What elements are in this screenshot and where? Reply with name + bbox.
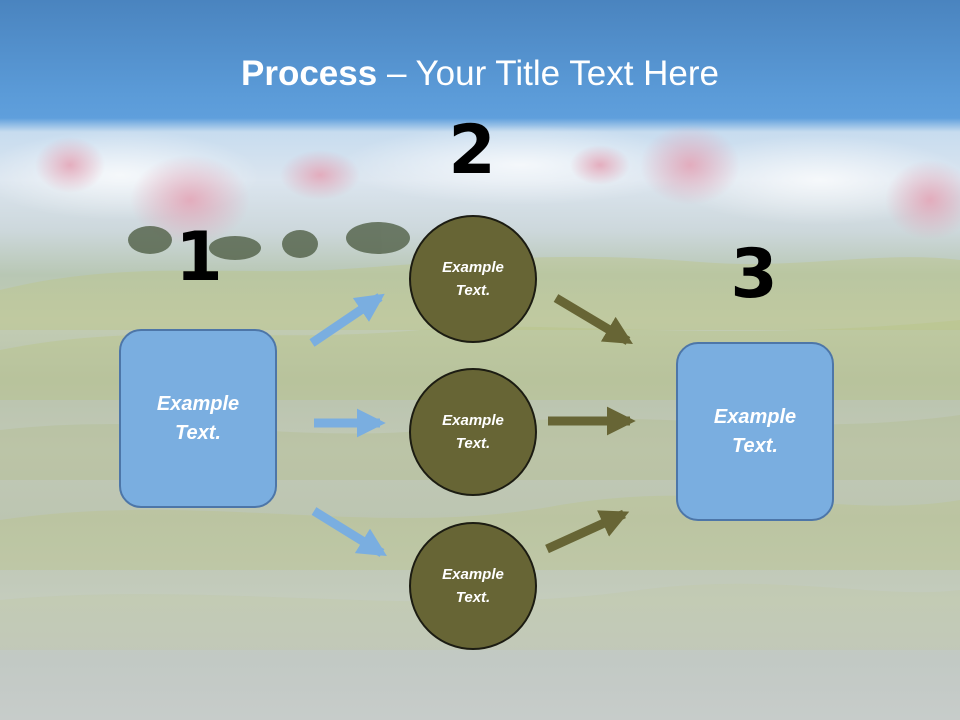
circle-top-label: Example Text. [442,259,504,299]
circle-bottom-label: Example Text. [442,566,504,606]
slide-title: Process – Your Title Text Here [0,52,960,96]
right-process-box: Example Text. [676,342,834,521]
step-number-2: 2 [448,111,496,190]
circle-top: Example Text. [409,215,537,343]
arrow-top-to-right [553,294,633,345]
left-box-label: Example Text. [156,392,240,444]
left-process-box: Example Text. [119,329,277,508]
arrow-left-to-top [309,293,385,347]
step-number-3: 3 [730,235,778,314]
circle-middle: Example Text. [409,368,537,496]
circle-middle-label: Example Text. [442,412,504,452]
title-rest: – Your Title Text Here [377,54,719,93]
circle-bottom: Example Text. [409,522,537,650]
step-number-1: 1 [175,218,223,297]
arrow-bottom-to-right [545,509,630,554]
arrow-left-to-bottom [311,507,387,557]
right-box-label: Example Text. [713,405,797,457]
title-bold: Process [241,54,378,93]
